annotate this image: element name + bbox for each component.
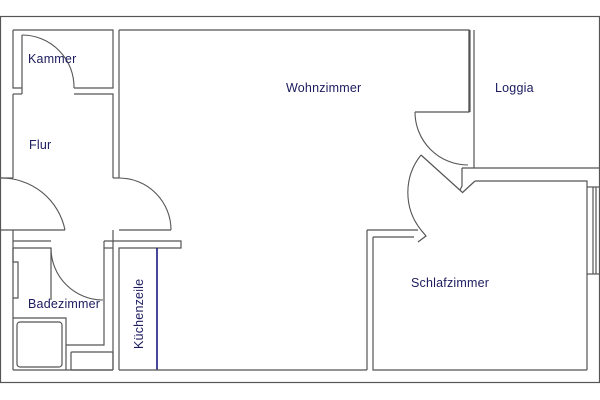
sink-counter: [70, 351, 114, 371]
shower-enclosure: [13, 317, 67, 370]
room-label-flur: Flur: [29, 138, 52, 152]
schlafzimmer-door-leaf: [420, 154, 463, 193]
schlafzimmer-wall-left: [372, 237, 587, 371]
bad-door-swing: [50, 247, 104, 301]
kammer-wall-left: [12, 30, 22, 89]
schlafzimmer-door-jamb: [417, 229, 427, 243]
outer-wall: [0, 15, 600, 384]
flur-wall-right: [74, 93, 114, 178]
schlafzimmer-corner: [459, 168, 463, 191]
loggia-door-swing: [414, 111, 469, 166]
schlafzimmer-corner-diag: [461, 180, 476, 194]
kammer-door-swing: [21, 34, 75, 89]
bad-wall-right: [66, 241, 105, 346]
schlafzimmer-wall: [475, 180, 588, 370]
room-label-wohnzimmer: Wohnzimmer: [286, 81, 362, 95]
room-label-schlafzimmer: Schlafzimmer: [411, 276, 490, 290]
room-label-badezimmer: Badezimmer: [28, 297, 101, 311]
schlafzimmer-door-swing: [407, 154, 422, 231]
bad-wall-jog: [12, 248, 19, 299]
flur-door-swing: [118, 177, 172, 231]
entrance-door-swing: [0, 177, 66, 231]
room-label-kuechenzeile: Küchenzeile: [132, 278, 146, 349]
kammer-wall: [13, 29, 114, 89]
room-label-loggia: Loggia: [495, 81, 534, 95]
kitchen-wall-top: [104, 240, 182, 370]
shower-tray: [16, 321, 63, 368]
wohnzimmer-wall: [119, 29, 470, 113]
bad-wall-top-inner: [13, 247, 52, 300]
room-label-kammer: Kammer: [28, 52, 77, 66]
